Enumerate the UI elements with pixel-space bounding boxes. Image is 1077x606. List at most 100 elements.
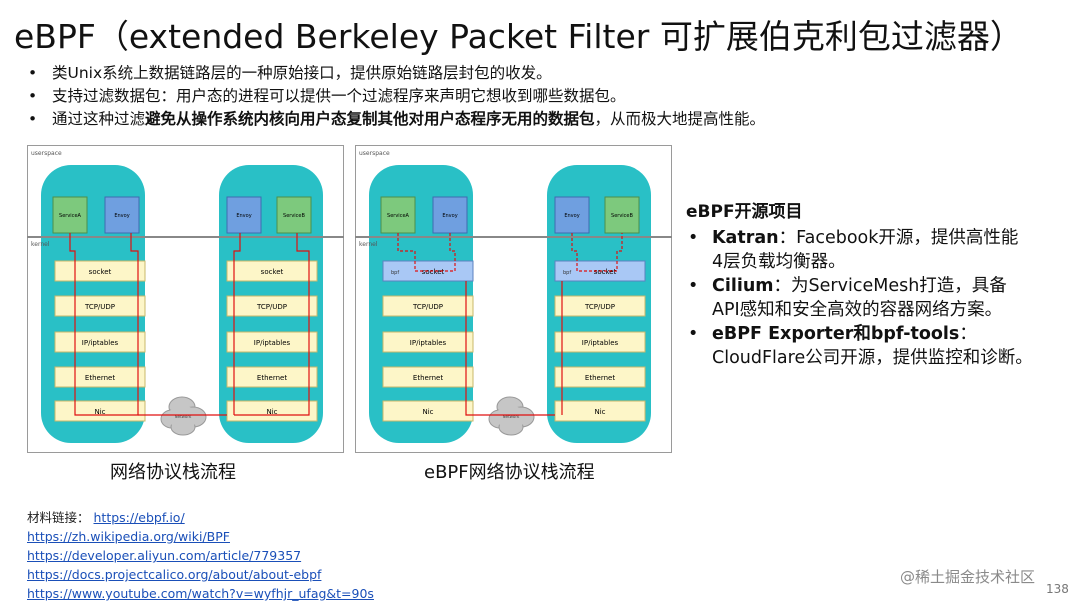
- project-name: Katran: [712, 228, 779, 248]
- layer-label: socket: [261, 268, 284, 276]
- project-sep: ：: [773, 276, 792, 296]
- bullet-text: 类Unix系统上数据链路层的一种原始接口，提供原始链路层封包的收发。: [52, 64, 552, 82]
- network-label: Network: [503, 414, 520, 419]
- flow-path-network: [465, 281, 555, 416]
- layer-box: [226, 400, 318, 422]
- project-desc-cont: API感知和安全高效的容器网络方案。: [712, 300, 1003, 320]
- userspace-label: userspace: [31, 150, 62, 157]
- bullet-item: 类Unix系统上数据链路层的一种原始接口，提供原始链路层封包的收发。: [26, 62, 765, 85]
- layer-label: Ethernet: [413, 374, 443, 382]
- layer-box: [54, 400, 146, 422]
- ebpf-projects-panel: eBPF开源项目 Katran：Facebook开源，提供高性能 4层负载均衡器…: [686, 200, 1033, 370]
- layer-label: Ethernet: [585, 374, 615, 382]
- layer-box: [554, 331, 646, 353]
- bullet-item: 通过这种过滤避免从操作系统内核向用户态复制其他对用户态程序无用的数据包，从而极大…: [26, 108, 765, 131]
- kernel-label: kernel: [31, 241, 50, 248]
- project-desc: Facebook开源，提供高性能: [796, 228, 1019, 248]
- layer-box: [554, 400, 646, 422]
- project-sep: ：: [778, 228, 797, 248]
- project-desc: 为ServiceMesh打造，具备: [791, 276, 1007, 296]
- layer-label: Ethernet: [257, 374, 287, 382]
- layer-label: IP/iptables: [582, 339, 619, 347]
- project-name: Cilium: [712, 276, 774, 296]
- diagram-caption-left: 网络协议栈流程: [110, 462, 236, 483]
- references-label: 材料链接：: [27, 510, 90, 525]
- app-label: ServiceA: [59, 213, 81, 219]
- app-label: Envoy: [442, 213, 457, 219]
- app-label: ServiceA: [387, 213, 409, 219]
- app-label: ServiceB: [283, 213, 305, 219]
- ebpf-label: bpf: [391, 270, 399, 276]
- layer-label: socket: [594, 268, 617, 276]
- project-desc-cont: CloudFlare公司开源，提供监控和诊断。: [712, 348, 1033, 368]
- layer-label: Ethernet: [85, 374, 115, 382]
- layer-box: [226, 331, 318, 353]
- layer-label: Nic: [422, 408, 433, 416]
- layer-label: Nic: [594, 408, 605, 416]
- project-name: eBPF Exporter和bpf-tools: [712, 324, 960, 344]
- reference-link[interactable]: https://zh.wikipedia.org/wiki/BPF: [27, 529, 230, 544]
- layer-label: TCP/UDP: [584, 303, 615, 311]
- layer-label: TCP/UDP: [256, 303, 287, 311]
- ebpf-label: bpf: [563, 270, 571, 276]
- app-box: [226, 196, 262, 234]
- ebpf-flow-path-right: [571, 233, 623, 272]
- layer-box: [54, 366, 146, 388]
- layer-label: IP/iptables: [254, 339, 291, 347]
- layer-label: socket: [89, 268, 112, 276]
- network-cloud-icon: [488, 396, 535, 436]
- ebpf-flow-path-left: [397, 233, 456, 272]
- app-label: Envoy: [236, 213, 251, 219]
- bullet-item: 支持过滤数据包：用户态的进程可以提供一个过滤程序来声明它想收到哪些数据包。: [26, 85, 765, 108]
- reference-link[interactable]: https://ebpf.io/: [93, 510, 185, 525]
- project-item: Cilium：为ServiceMesh打造，具备 API感知和安全高效的容器网络…: [686, 274, 1033, 322]
- app-box: [104, 196, 140, 234]
- layer-label: IP/iptables: [82, 339, 119, 347]
- flow-path-right-inner: [234, 233, 310, 416]
- layer-label: Nic: [94, 408, 105, 416]
- diagram-caption-right: eBPF网络协议栈流程: [424, 462, 595, 483]
- layer-box: [554, 295, 646, 317]
- network-label: Network: [175, 414, 192, 419]
- layer-label: TCP/UDP: [412, 303, 443, 311]
- layer-box: [382, 400, 474, 422]
- watermark: @稀土掘金技术社区: [900, 568, 1036, 586]
- project-sep: ：: [959, 324, 977, 344]
- project-item: eBPF Exporter和bpf-tools： CloudFlare公司开源，…: [686, 322, 1033, 370]
- kernel-label: kernel: [359, 241, 378, 248]
- projects-heading: eBPF开源项目: [686, 202, 803, 222]
- layer-label: IP/iptables: [410, 339, 447, 347]
- layer-box: [382, 366, 474, 388]
- projects-list: Katran：Facebook开源，提供高性能 4层负载均衡器。 Cilium：…: [686, 226, 1033, 370]
- reference-link[interactable]: https://www.youtube.com/watch?v=wyfhjr_u…: [27, 586, 374, 601]
- layer-box: [226, 295, 318, 317]
- flow-path-right: [233, 233, 241, 415]
- layer-box: [226, 366, 318, 388]
- layer-label: Nic: [266, 408, 277, 416]
- network-cloud-icon: [160, 396, 207, 436]
- layer-box: [54, 295, 146, 317]
- bullet-text: 通过这种过滤: [52, 110, 146, 128]
- layer-label: socket: [422, 268, 445, 276]
- layer-box: [382, 295, 474, 317]
- network-stack-diagram: userspace kernel ServiceA Envoy Envoy Se…: [27, 145, 344, 453]
- app-label: ServiceB: [611, 213, 633, 219]
- app-label: Envoy: [114, 213, 129, 219]
- project-item: Katran：Facebook开源，提供高性能 4层负载均衡器。: [686, 226, 1033, 274]
- layer-box: [382, 331, 474, 353]
- reference-links: 材料链接： https://ebpf.io/ https://zh.wikipe…: [27, 508, 374, 603]
- bullet-text: 支持过滤数据包：用户态的进程可以提供一个过滤程序来声明它想收到哪些数据包。: [52, 87, 626, 105]
- app-label: Envoy: [564, 213, 579, 219]
- bullet-text: ，从而极大地提高性能。: [594, 110, 766, 128]
- reference-link[interactable]: https://developer.aliyun.com/article/779…: [27, 548, 302, 563]
- layer-box: [554, 366, 646, 388]
- slide-title: eBPF（extended Berkeley Packet Filter 可扩展…: [14, 17, 1023, 56]
- layer-box: [54, 260, 146, 282]
- project-desc-cont: 4层负载均衡器。: [712, 252, 846, 272]
- reference-link[interactable]: https://docs.projectcalico.org/about/abo…: [27, 567, 322, 582]
- page-number: 138: [1046, 582, 1069, 596]
- userspace-label: userspace: [359, 150, 390, 157]
- ebpf-network-stack-diagram: userspace kernel ServiceA Envoy Envoy Se…: [355, 145, 672, 453]
- app-box: [276, 196, 312, 234]
- intro-bullets: 类Unix系统上数据链路层的一种原始接口，提供原始链路层封包的收发。 支持过滤数…: [26, 62, 765, 131]
